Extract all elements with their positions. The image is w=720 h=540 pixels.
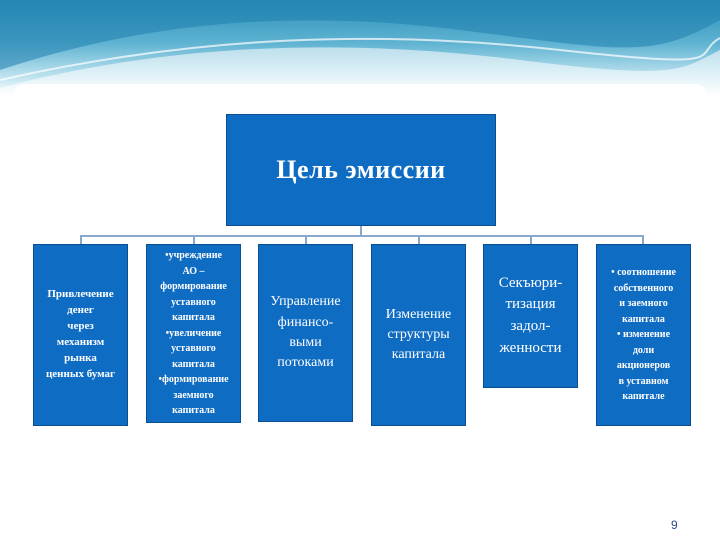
child-box-1-line: рынка (64, 351, 97, 364)
child-box-1-line: ценных бумаг (45, 367, 116, 380)
connector-col-1 (80, 235, 82, 244)
child-box-3-text: Управление финансо-выми потоками (266, 290, 344, 375)
connector-col-2 (193, 235, 195, 244)
child-box-3: Управление финансо-выми потоками (258, 244, 353, 422)
child-box-4-text: Изменение структуры капитала (382, 303, 455, 368)
child-box-1-line: Привлечение (47, 288, 114, 301)
child-box-3-line: выми (289, 335, 322, 350)
root-box-emission-goal: Цель эмиссии (226, 114, 496, 226)
child-box-3-line: потоками (277, 355, 334, 371)
child-box-5-line: задол- (510, 318, 551, 334)
connector-col-3 (305, 235, 307, 244)
child-box-1-text: Привлечение денег через механизм рынка ценных… (42, 285, 119, 385)
child-box-6-line: собственного (613, 282, 674, 294)
child-box-2-line: капитала (172, 312, 215, 324)
child-box-6-line: капитале (622, 391, 665, 403)
child-box-5-line: женности (499, 339, 562, 356)
child-box-5-line: Секъюри- (498, 274, 563, 291)
root-box-label: Цель эмиссии (276, 155, 446, 184)
child-box-6-line: • соотношение (611, 267, 676, 279)
slide-header-wave (0, 0, 720, 96)
connector-horizontal (80, 235, 644, 237)
child-box-5: Секъюри-тизация задол-женности (483, 244, 578, 388)
child-box-5-text: Секъюри-тизация задол-женности (495, 271, 567, 362)
child-box-5-line: тизация (505, 296, 556, 313)
child-box-2-line: капитала (172, 358, 215, 370)
child-box-1-line: через (67, 320, 94, 333)
child-box-6-line: капитала (622, 313, 665, 325)
child-box-2-line: уставного (171, 296, 216, 308)
child-box-6-text: • соотношение собственного и заемного капит… (607, 263, 680, 407)
child-box-1-line: механизм (56, 336, 105, 348)
child-box-6-line: в уставном (618, 375, 669, 387)
child-box-2: •учреждение АО – формирование уставного капи… (146, 244, 241, 423)
child-box-1: Привлечение денег через механизм рынка ценных… (33, 244, 128, 426)
child-box-1-line: денег (67, 304, 94, 317)
child-box-4-line: капитала (391, 347, 446, 363)
child-box-2-text: •учреждение АО – формирование уставного капи… (154, 246, 232, 421)
connector-root-down (360, 226, 362, 236)
connector-col-6 (642, 235, 644, 244)
child-box-2-line: •формирование (158, 374, 229, 386)
connector-col-5 (530, 235, 532, 244)
connector-col-4 (418, 235, 420, 244)
child-box-2-line: •увеличение (165, 327, 222, 339)
child-box-2-line: капитала (172, 405, 215, 417)
child-box-2-line: формирование (160, 281, 227, 293)
child-box-4-line: структуры (387, 326, 450, 342)
child-box-2-line: •учреждение (165, 250, 222, 262)
child-box-6-line: и заемного (619, 298, 668, 310)
page-number: 9 (671, 518, 678, 532)
child-box-6: • соотношение собственного и заемного капит… (596, 244, 691, 426)
child-box-4: Изменение структуры капитала (371, 244, 466, 426)
child-box-2-line: уставного (171, 343, 216, 355)
child-box-2-line: АО – (182, 265, 205, 277)
child-box-6-line: акционеров (616, 360, 671, 372)
child-box-6-line: доли (632, 344, 655, 356)
child-box-2-line: заемного (173, 389, 214, 401)
child-box-3-line: Управление (270, 294, 341, 310)
child-box-3-line: финансо- (277, 314, 334, 330)
child-box-6-line: • изменение (616, 329, 671, 341)
child-box-4-line: Изменение (385, 306, 452, 322)
